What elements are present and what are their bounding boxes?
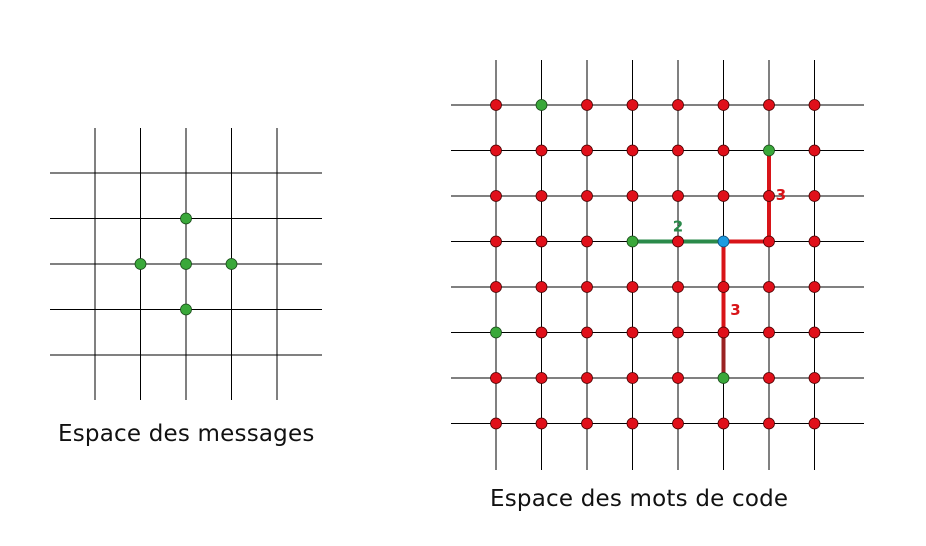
codeword-point — [535, 190, 548, 202]
codeword-point — [581, 417, 593, 430]
codeword-space-caption: Espace des mots de code — [490, 486, 789, 512]
message-point — [134, 258, 147, 270]
codeword-point — [581, 190, 593, 202]
message-point — [535, 99, 548, 111]
codeword-point — [717, 99, 730, 111]
codeword-point — [626, 326, 639, 339]
message-point — [490, 326, 502, 339]
codeword-point — [490, 372, 502, 384]
codeword-point — [717, 326, 730, 339]
codeword-point — [717, 281, 730, 293]
codeword-point — [626, 417, 639, 430]
codeword-point — [672, 99, 684, 111]
codeword-point — [808, 372, 821, 384]
codeword-point — [535, 144, 548, 157]
codeword-point — [808, 326, 821, 339]
codeword-point — [581, 144, 593, 157]
codeword-point — [626, 99, 639, 111]
codeword-point — [626, 372, 639, 384]
codeword-point — [626, 281, 639, 293]
message-point — [763, 144, 775, 157]
received-point — [717, 235, 730, 248]
codeword-point — [808, 417, 821, 430]
codeword-point — [672, 417, 684, 430]
codeword-point — [717, 190, 730, 202]
codeword-point — [490, 417, 502, 430]
codeword-point — [808, 190, 821, 202]
codeword-point — [581, 235, 593, 248]
distance-label: 3 — [730, 301, 740, 319]
codeword-point — [535, 235, 548, 248]
codeword-point — [763, 235, 775, 248]
codeword-point — [763, 190, 775, 202]
codeword-point — [626, 144, 639, 157]
codeword-point — [672, 281, 684, 293]
codeword-point — [763, 281, 775, 293]
message-point — [717, 372, 730, 384]
codeword-point — [581, 281, 593, 293]
codeword-point — [808, 144, 821, 157]
codeword-point — [717, 144, 730, 157]
codeword-point — [763, 417, 775, 430]
codeword-point — [535, 326, 548, 339]
codeword-point — [672, 144, 684, 157]
codeword-point — [490, 99, 502, 111]
codeword-point — [535, 417, 548, 430]
message-space-grid — [50, 128, 322, 400]
codeword-point — [763, 372, 775, 384]
message-point — [180, 303, 192, 316]
codeword-point — [763, 326, 775, 339]
codeword-point — [581, 372, 593, 384]
codeword-point — [672, 235, 684, 248]
message-point — [180, 212, 192, 225]
codeword-point — [672, 190, 684, 202]
codeword-point — [490, 281, 502, 293]
codeword-point — [626, 190, 639, 202]
codeword-point — [535, 372, 548, 384]
message-point — [626, 235, 639, 248]
message-point — [180, 258, 192, 270]
codeword-point — [490, 235, 502, 248]
codeword-point — [535, 281, 548, 293]
codeword-point — [490, 190, 502, 202]
distance-label: 2 — [673, 218, 683, 236]
codeword-point — [717, 417, 730, 430]
message-point — [225, 258, 238, 270]
codeword-point — [581, 99, 593, 111]
codeword-point — [581, 326, 593, 339]
message-space-caption: Espace des messages — [58, 421, 315, 447]
codeword-point — [672, 326, 684, 339]
codeword-point — [672, 372, 684, 384]
distance-label: 3 — [776, 186, 786, 204]
codeword-point — [808, 99, 821, 111]
codeword-point — [763, 99, 775, 111]
codeword-point — [490, 144, 502, 157]
codeword-space-grid: 2 3 3 — [451, 60, 864, 470]
codeword-point — [808, 281, 821, 293]
codeword-point — [808, 235, 821, 248]
